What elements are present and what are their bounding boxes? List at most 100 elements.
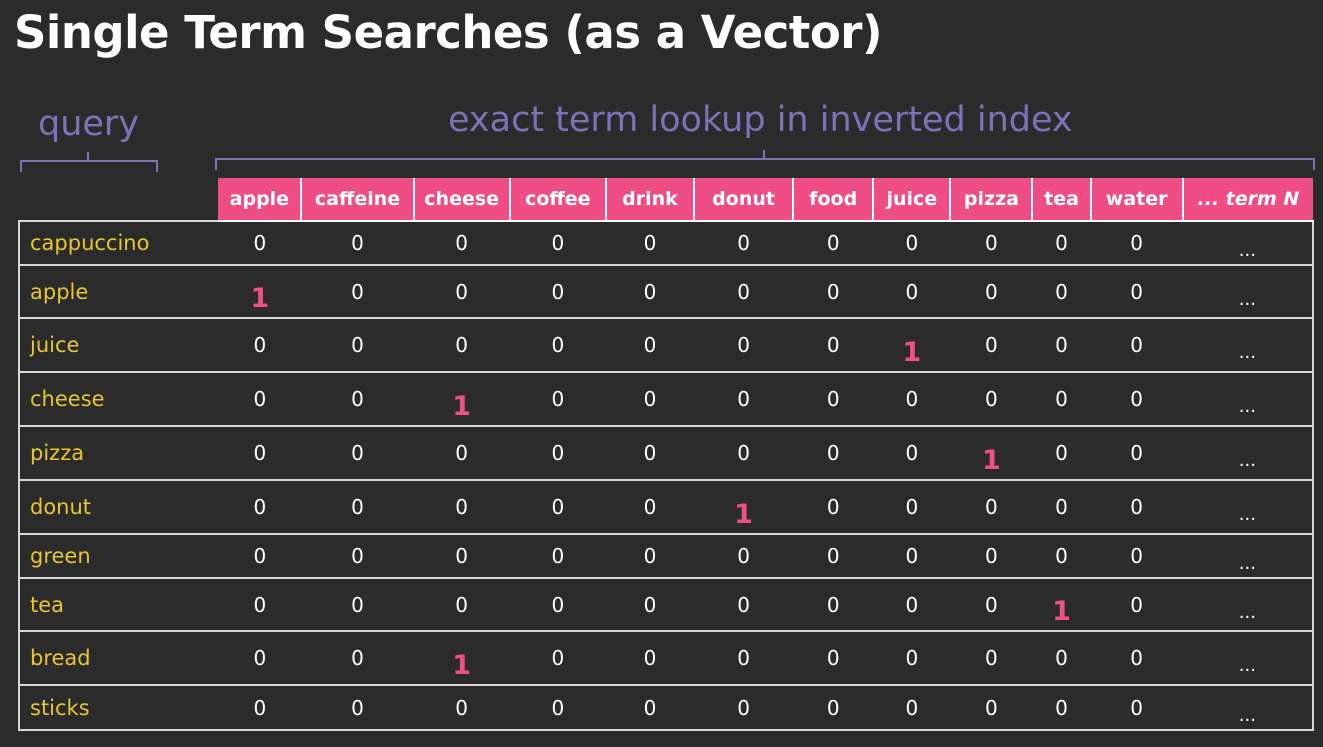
match-value: 1 (250, 283, 270, 314)
vector-cell: 0 (218, 479, 302, 535)
vector-cell: 0 (1090, 220, 1183, 266)
vector-cell: 1 (950, 425, 1033, 481)
vector-cell: 0 (694, 317, 794, 373)
vector-cell: 0 (1090, 630, 1183, 686)
vector-cell: 0 (301, 630, 414, 686)
cell-value: 0 (985, 495, 998, 519)
match-value: 1 (734, 498, 753, 530)
query-label: query (38, 104, 140, 144)
cell-value: 0 (551, 279, 565, 304)
cell-value: 0 (455, 279, 469, 304)
vector-cell: 0 (509, 577, 606, 632)
cell-value: 0 (351, 441, 364, 465)
vector-cell: 0 (301, 264, 414, 319)
vector-cell: 0 (694, 684, 794, 731)
cell-value: 0 (351, 695, 364, 720)
cell-value: 0 (551, 441, 565, 465)
vector-cell: 0 (694, 371, 794, 427)
vector-cell: 0 (509, 479, 606, 535)
vector-cell: 0 (694, 577, 794, 632)
query-term: donut (17, 479, 219, 535)
cell-value: 0 (826, 544, 840, 568)
vector-cell: 0 (1090, 264, 1183, 319)
vector-cell: 0 (301, 371, 414, 427)
vector-cell: 0 (1090, 479, 1183, 535)
vector-cell: 0 (605, 577, 694, 632)
vector-cell: 0 (873, 371, 951, 427)
cell-value: 0 (551, 387, 565, 411)
cell-value: ... (1238, 601, 1256, 623)
cell-value: 0 (643, 387, 657, 411)
cell-value: 0 (1055, 441, 1068, 465)
vector-cell: 0 (301, 684, 414, 731)
cell-value: 0 (351, 333, 364, 357)
header-corner (19, 178, 218, 221)
cell-value: 0 (826, 646, 840, 670)
cell-value: 0 (737, 441, 750, 465)
vector-cell: 0 (218, 425, 302, 481)
cell-value: 0 (905, 495, 919, 519)
lookup-bracket (215, 150, 1315, 170)
cell-value: 0 (351, 387, 364, 411)
vector-cell: 0 (413, 425, 510, 481)
query-bracket (20, 152, 158, 172)
cell-value: 0 (905, 387, 919, 411)
vector-cell: 0 (1090, 684, 1183, 731)
cell-value: 0 (905, 231, 919, 255)
match-value: 1 (452, 390, 472, 422)
cell-value: ... (1238, 450, 1256, 471)
vector-cell: 0 (1032, 533, 1091, 579)
vector-cell: 0 (301, 425, 414, 481)
vector-cell: 0 (301, 479, 414, 535)
match-value: 1 (452, 649, 472, 681)
vector-cell: 0 (1032, 371, 1091, 427)
cell-value: 0 (455, 441, 469, 465)
vector-cell: ... (1182, 577, 1315, 632)
vector-cell: ... (1182, 220, 1315, 266)
cell-value: 0 (905, 279, 919, 304)
cell-value: 0 (643, 441, 657, 465)
term-header: donut (694, 178, 795, 222)
cell-value: 0 (351, 592, 364, 617)
cell-value: 0 (455, 333, 469, 357)
term-header: cheese (413, 178, 511, 222)
vector-cell: 0 (301, 533, 414, 579)
cell-value: 0 (455, 695, 469, 720)
term-header: caffeine (301, 178, 415, 222)
cell-value: 0 (253, 441, 267, 465)
cell-value: 0 (1130, 279, 1143, 304)
cell-value: 0 (643, 646, 657, 670)
vector-cell: 0 (950, 533, 1033, 579)
vector-cell: 0 (694, 220, 794, 266)
term-header: ... term N (1182, 178, 1313, 222)
vector-cell: 0 (950, 479, 1033, 535)
vector-cell: 0 (605, 479, 694, 535)
vector-cell: 0 (793, 425, 874, 481)
cell-value: 0 (1130, 695, 1143, 720)
cell-value: 0 (905, 695, 919, 720)
vector-cell: 0 (605, 425, 694, 481)
cell-value: 0 (253, 495, 267, 519)
cell-value: 0 (905, 592, 919, 617)
cell-value: 0 (455, 231, 469, 255)
vector-cell: 0 (873, 630, 951, 686)
cell-value: ... (1238, 553, 1256, 574)
vector-cell: 0 (950, 577, 1033, 632)
vector-cell: 0 (1090, 317, 1183, 373)
match-value: 1 (1052, 596, 1071, 627)
vector-cell: 0 (218, 317, 302, 373)
cell-value: 0 (455, 495, 469, 519)
cell-value: 0 (1130, 387, 1143, 411)
vector-cell: 0 (413, 577, 510, 632)
cell-value: 0 (253, 544, 267, 568)
vector-cell: ... (1182, 264, 1315, 319)
vector-cell: 0 (694, 264, 794, 319)
vector-cell: 0 (218, 630, 302, 686)
vector-cell: 0 (413, 479, 510, 535)
vector-cell: 0 (1032, 220, 1091, 266)
